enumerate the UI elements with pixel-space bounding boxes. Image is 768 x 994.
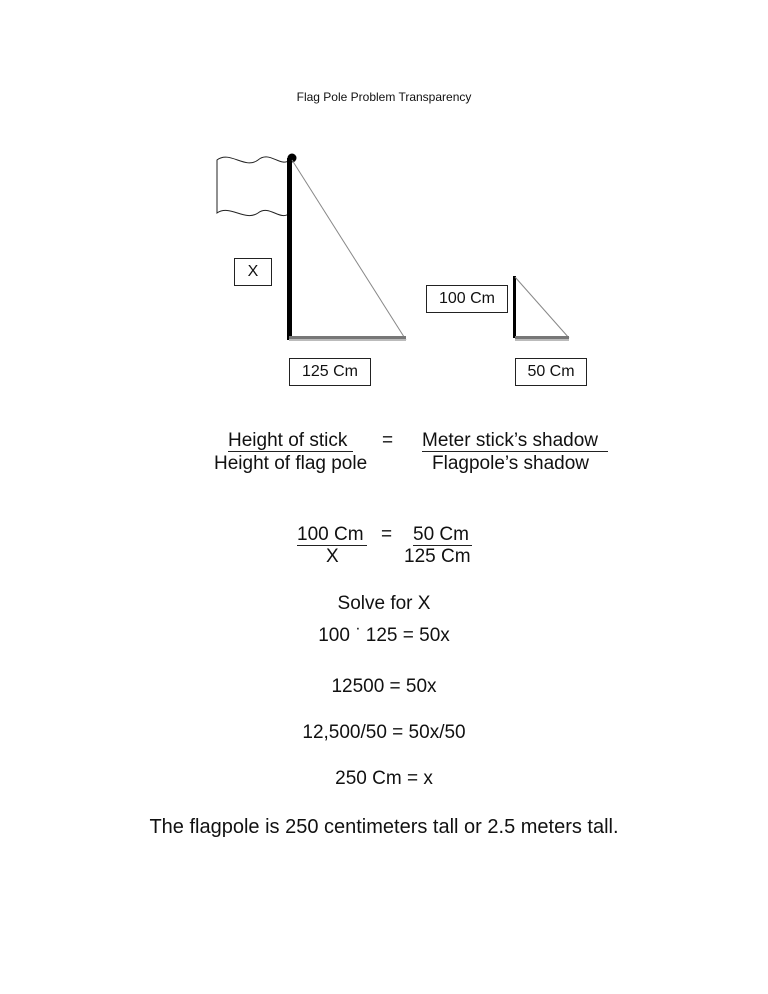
fraction-bar [297,545,367,546]
step-4: 250 Cm = x [335,768,433,789]
solve-heading: Solve for X [337,593,431,614]
ratio-word-equals: = [382,430,394,451]
meter-stick-shadow [515,336,569,339]
flagpole-shadow [289,336,406,339]
flagpole-shadow-label: 125 Cm [289,358,371,386]
fraction-bar [413,545,472,546]
ratio-num-left-numerator: 100 Cm [297,524,364,545]
meter-stick [513,276,516,338]
stick-height-label: 100 Cm [426,285,508,313]
ratio-word-right-denominator: Flagpole’s shadow [432,453,590,474]
ratio-word-right-numerator: Meter stick’s shadow [422,430,598,451]
step-1: 100 · 125 = 50x [0,620,768,647]
multiply-dot: · [355,620,361,637]
flagpole [287,158,292,340]
flagpole-knob [287,153,297,163]
conclusion: The flagpole is 250 centimeters tall or … [149,816,619,838]
document-title: Flag Pole Problem Transparency [296,90,472,104]
ratio-word-left-numerator: Height of stick [228,430,348,451]
ratio-num-right-denominator: 125 Cm [404,546,471,567]
ratio-num-right-numerator: 50 Cm [413,524,469,545]
step-1-right: 125 = 50x [365,625,450,646]
flagpole-diagram [216,153,570,341]
step-3: 12,500/50 = 50x/50 [302,722,466,743]
step-1-left: 100 [318,625,350,646]
step-2: 12500 = 50x [331,676,437,697]
fraction-bar [228,451,353,452]
flagpole-height-label: X [234,258,272,286]
ratio-num-equals: = [381,524,393,545]
fraction-bar [422,451,608,452]
stick-shadow-label: 50 Cm [515,358,587,386]
ratio-num-left-denominator: X [326,546,339,567]
flag-icon [216,156,291,217]
ratio-word-left-denominator: Height of flag pole [214,453,368,474]
